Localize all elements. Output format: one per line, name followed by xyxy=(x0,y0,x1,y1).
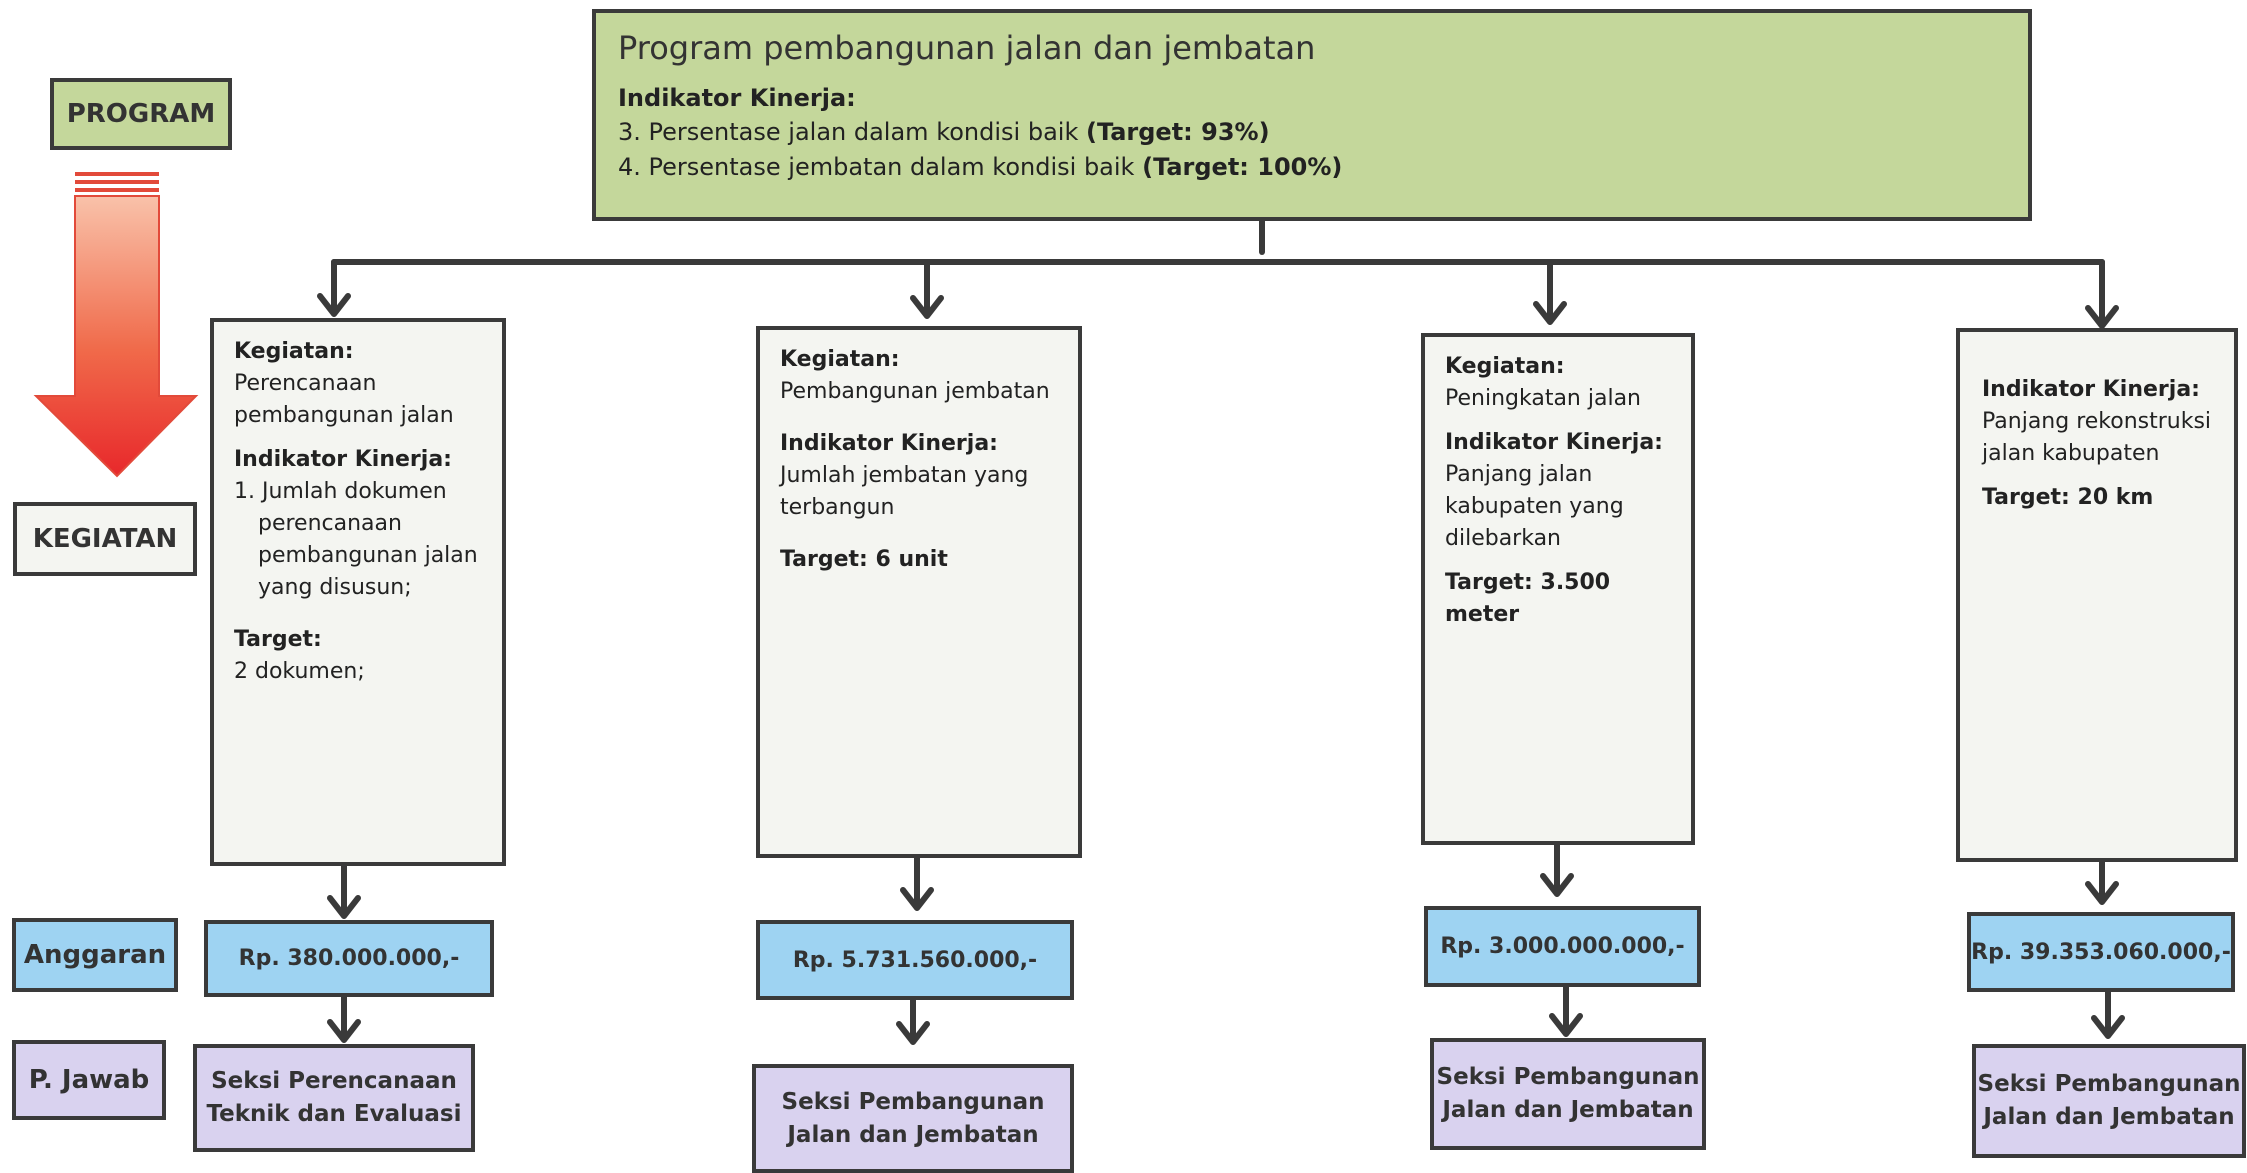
program-box: Program pembangunan jalan dan jembatan I… xyxy=(592,9,2032,221)
program-title: Program pembangunan jalan dan jembatan xyxy=(618,29,1316,67)
responsible-box-4: Seksi Pembangunan Jalan dan Jembatan xyxy=(1972,1044,2246,1158)
responsible-box-2: Seksi Pembangunan Jalan dan Jembatan xyxy=(752,1064,1074,1173)
activity-kegiatan-text: Pembangunan jembatan xyxy=(780,379,1050,404)
budget-value: Rp. 5.731.560.000,- xyxy=(792,947,1038,973)
arrowhead-3 xyxy=(1533,301,1567,325)
budget-value: Rp. 3.000.000.000,- xyxy=(1440,934,1685,959)
program-indicator-label: Indikator Kinerja: xyxy=(618,84,856,112)
activity-indicator-text: jalan kabupaten xyxy=(1982,441,2160,466)
activity-box-4: Indikator Kinerja: Panjang rekonstruksi … xyxy=(1956,328,2238,862)
activity-indicator-text: terbangun xyxy=(780,495,895,520)
program-to-kegiatan-arrow xyxy=(33,172,199,478)
activity-kegiatan-text: pembangunan jalan xyxy=(234,403,454,428)
activity-kegiatan-text: Perencanaan xyxy=(234,371,377,396)
arrowhead-4 xyxy=(2085,305,2119,329)
budget-box-4: Rp. 39.353.060.000,- xyxy=(1967,912,2235,992)
activity-indicator-label: Indikator Kinerja: xyxy=(1982,377,2200,402)
activity-indicator-label: Indikator Kinerja: xyxy=(234,447,452,472)
anggaran-label: Anggaran xyxy=(12,918,178,992)
p-jawab-label: P. Jawab xyxy=(12,1040,166,1120)
activity-indicator-text: pembangunan jalan xyxy=(258,543,478,568)
activity-indicator-text: Jumlah jembatan yang xyxy=(780,463,1029,488)
p-jawab-label-text: P. Jawab xyxy=(28,1065,150,1095)
activity-kegiatan-text: Peningkatan jalan xyxy=(1445,386,1641,411)
activity-indicator-text: dilebarkan xyxy=(1445,526,1561,551)
activity-kegiatan-label: Kegiatan: xyxy=(234,339,354,364)
activity-indicator-text: kabupaten yang xyxy=(1445,494,1624,519)
activity-indicator-text: perencanaan xyxy=(258,511,402,536)
responsible-box-1: Seksi Perencanaan Teknik dan Evaluasi xyxy=(193,1044,475,1152)
budget-box-1: Rp. 380.000.000,- xyxy=(204,920,494,997)
activity-target-label: Target: 20 km xyxy=(1982,485,2154,510)
program-label-text: PROGRAM xyxy=(66,99,216,129)
budget-box-3: Rp. 3.000.000.000,- xyxy=(1424,906,1701,987)
program-indicator-item: 3. Persentase jalan dalam kondisi baik (… xyxy=(618,118,1270,146)
activity-indicator-label: Indikator Kinerja: xyxy=(1445,430,1663,455)
responsible-text: Seksi Pembangunan xyxy=(1977,1071,2241,1097)
activity-target-text: 2 dokumen; xyxy=(234,659,365,684)
responsible-text: Seksi Perencanaan xyxy=(211,1068,457,1094)
program-label: PROGRAM xyxy=(50,78,232,150)
activity-box-3: Kegiatan: Peningkatan jalan Indikator Ki… xyxy=(1421,333,1695,845)
responsible-text: Seksi Pembangunan xyxy=(781,1088,1045,1115)
responsible-box-3: Seksi Pembangunan Jalan dan Jembatan xyxy=(1430,1038,1706,1150)
responsible-text: Jalan dan Jembatan xyxy=(1442,1097,1694,1123)
arrowhead-1 xyxy=(317,293,351,317)
responsible-text: Seksi Pembangunan xyxy=(1436,1064,1700,1090)
activity-indicator-text: Panjang rekonstruksi xyxy=(1982,409,2212,434)
arrowhead-2 xyxy=(910,295,944,319)
activity-target-label: Target: 6 unit xyxy=(780,547,948,572)
activity-box-1: Kegiatan: Perencanaan pembangunan jalan … xyxy=(210,318,506,866)
activity-indicator-text: Panjang jalan xyxy=(1445,462,1593,487)
kegiatan-label-text: KEGIATAN xyxy=(32,524,178,554)
activity-indicator-label: Indikator Kinerja: xyxy=(780,431,998,456)
responsible-text: Jalan dan Jembatan xyxy=(787,1121,1039,1148)
activity-target-label: Target: xyxy=(234,627,322,652)
program-indicator-item: 4. Persentase jembatan dalam kondisi bai… xyxy=(618,153,1343,181)
budget-value: Rp. 39.353.060.000,- xyxy=(1971,939,2231,965)
activity-indicator-text: 1. Jumlah dokumen xyxy=(234,479,447,504)
responsible-text: Jalan dan Jembatan xyxy=(1983,1104,2235,1130)
activity-kegiatan-label: Kegiatan: xyxy=(1445,354,1565,379)
anggaran-label-text: Anggaran xyxy=(23,940,167,970)
activity-indicator-text: yang disusun; xyxy=(258,575,412,600)
responsible-text: Teknik dan Evaluasi xyxy=(206,1101,462,1127)
budget-value: Rp. 380.000.000,- xyxy=(238,946,460,971)
kegiatan-label: KEGIATAN xyxy=(13,502,197,576)
budget-box-2: Rp. 5.731.560.000,- xyxy=(756,920,1074,1000)
activity-box-2: Kegiatan: Pembangunan jembatan Indikator… xyxy=(756,326,1082,858)
activity-kegiatan-label: Kegiatan: xyxy=(780,347,900,372)
activity-target-label: Target: 3.500 meter xyxy=(1445,570,1611,627)
